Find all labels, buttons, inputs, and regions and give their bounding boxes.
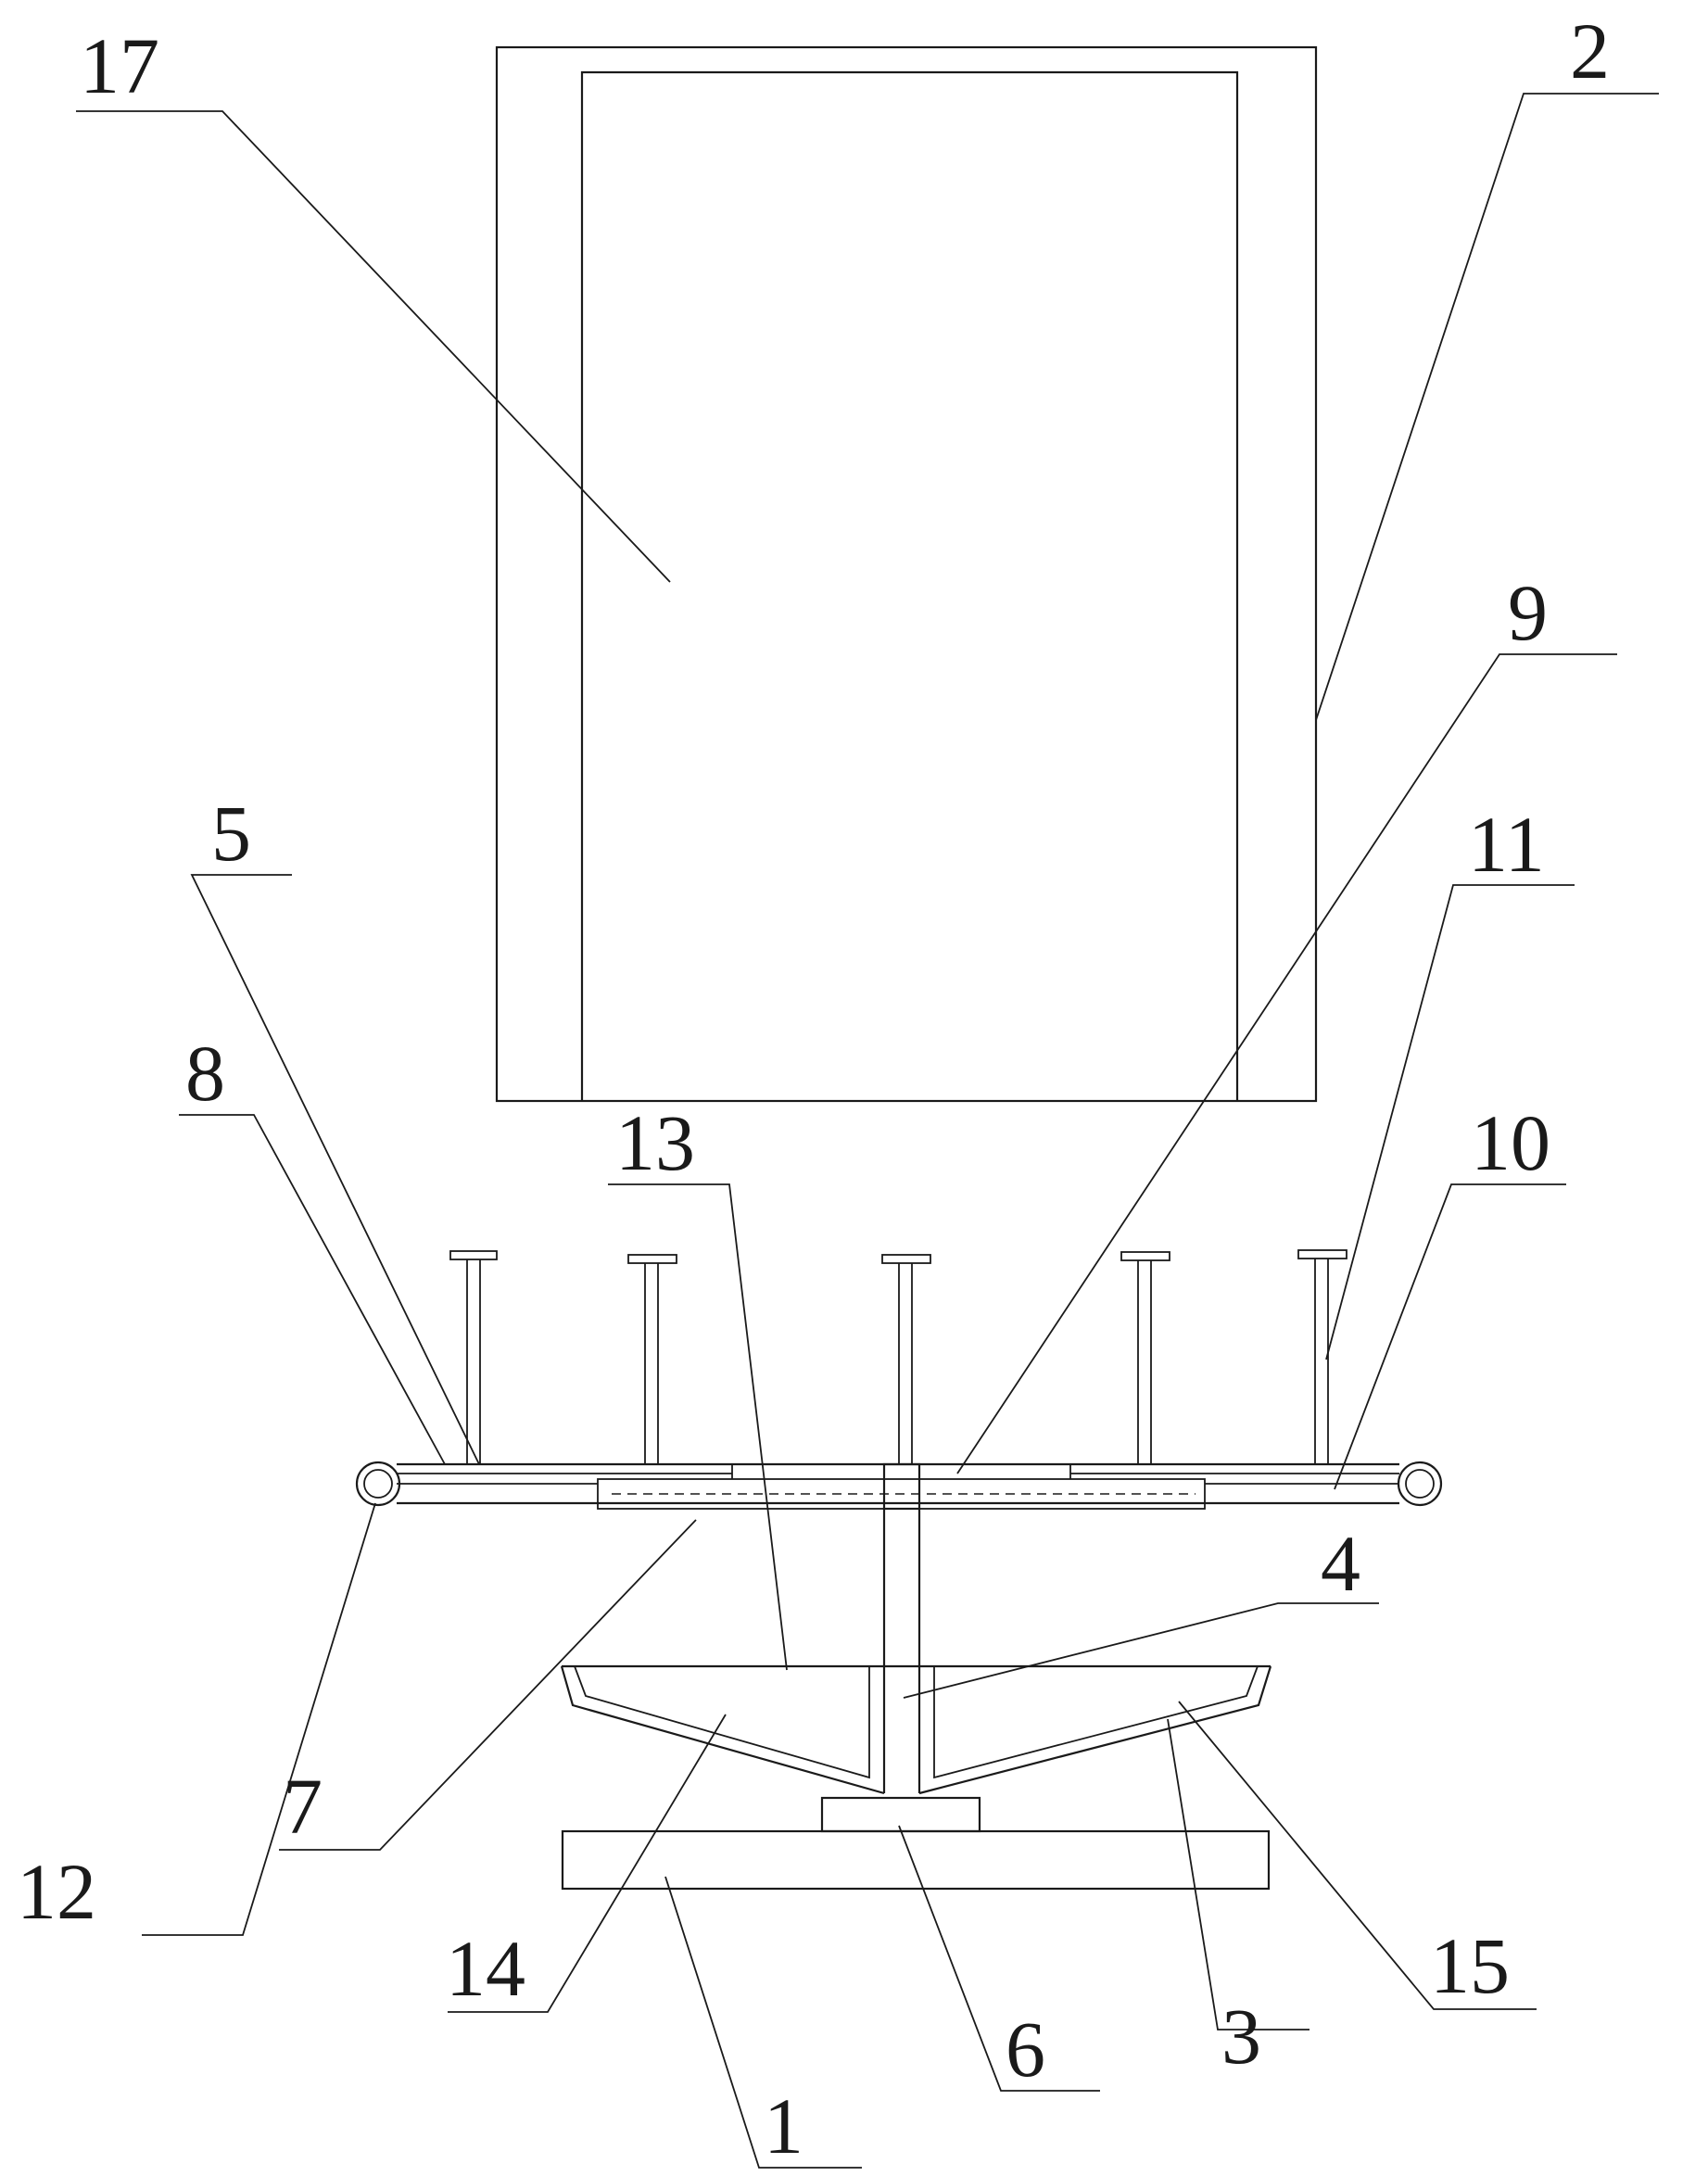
tray xyxy=(562,1666,1271,1793)
label-13: 13 xyxy=(615,1098,695,1187)
support-post xyxy=(450,1251,497,1464)
leader-lines xyxy=(76,94,1659,2168)
base-1 xyxy=(563,1831,1269,1889)
label-9: 9 xyxy=(1508,568,1548,657)
housing-2 xyxy=(497,47,1316,1101)
label-17: 17 xyxy=(80,21,159,110)
support-post xyxy=(628,1255,677,1464)
label-8: 8 xyxy=(185,1029,225,1118)
horizontal-arm xyxy=(397,1464,1399,1509)
inner-panel-17 xyxy=(582,72,1237,1101)
roller-right xyxy=(1398,1462,1441,1505)
support-posts xyxy=(450,1250,1347,1464)
reference-labels: 17 2 9 5 11 8 13 10 4 7 12 14 15 3 6 1 xyxy=(17,6,1610,2170)
label-2: 2 xyxy=(1570,6,1610,95)
label-5: 5 xyxy=(211,789,251,878)
support-post xyxy=(1298,1250,1347,1464)
bearing-block-6 xyxy=(822,1798,980,1831)
label-6: 6 xyxy=(1006,2005,1045,2094)
roller-left xyxy=(357,1462,399,1505)
support-post xyxy=(1121,1252,1170,1464)
label-15: 15 xyxy=(1430,1921,1510,2010)
central-shaft xyxy=(884,1464,919,1793)
support-post xyxy=(882,1255,930,1464)
label-12: 12 xyxy=(17,1847,96,1936)
label-14: 14 xyxy=(446,1924,525,2013)
label-3: 3 xyxy=(1221,1992,1261,2081)
label-7: 7 xyxy=(283,1762,323,1851)
label-4: 4 xyxy=(1321,1519,1360,1608)
label-10: 10 xyxy=(1471,1098,1550,1187)
label-11: 11 xyxy=(1468,800,1545,889)
label-1: 1 xyxy=(764,2081,803,2170)
